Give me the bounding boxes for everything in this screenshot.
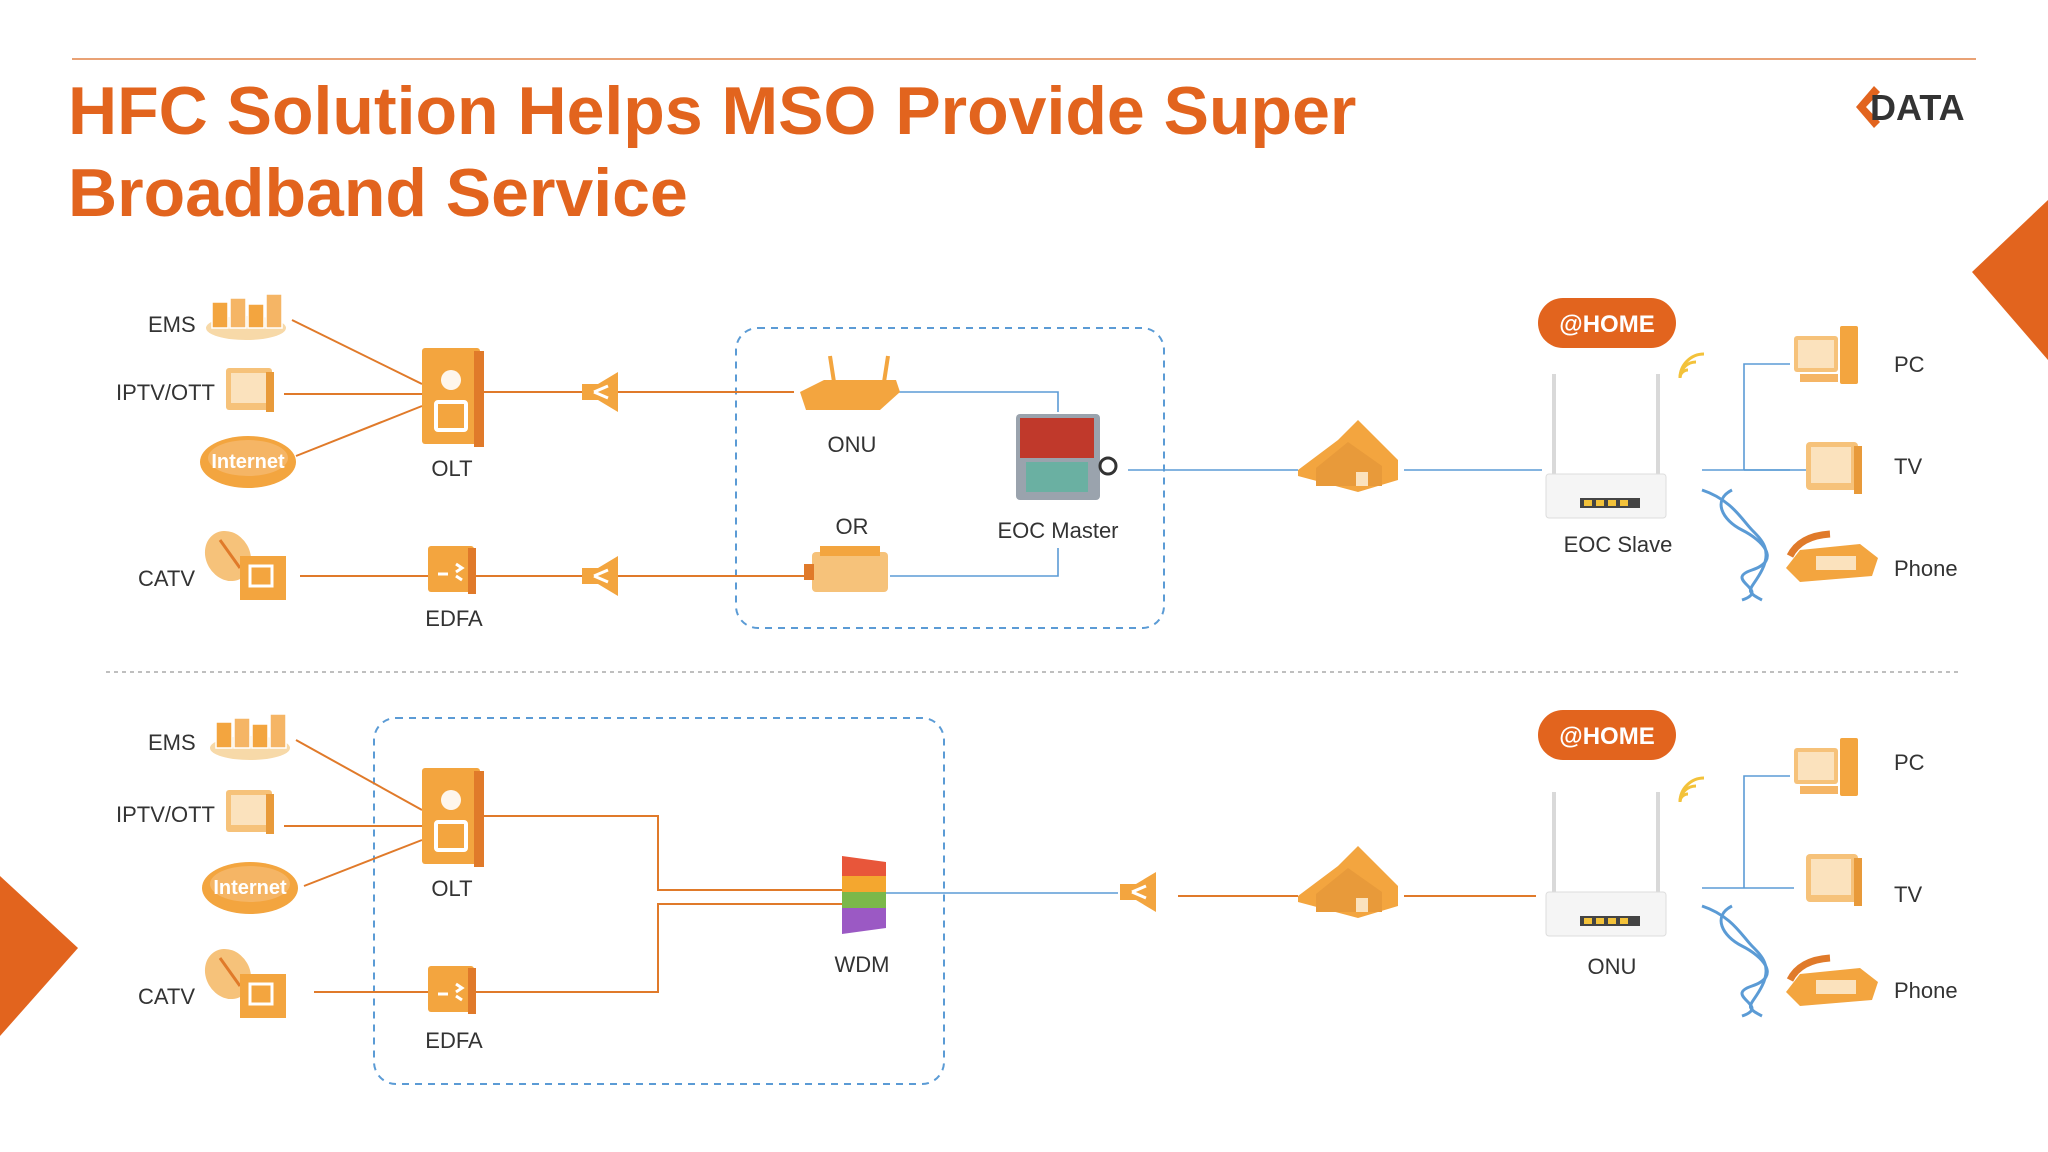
svg-text:@HOME: @HOME	[1559, 723, 1654, 750]
label-catv-bottom: CATV	[138, 984, 195, 1009]
satellite-dish-icon	[194, 520, 288, 602]
label-tv-bottom: TV	[1894, 882, 1922, 907]
logo-text: DATA	[1870, 87, 1965, 128]
label-edfa: EDFA	[425, 606, 483, 631]
twisted-pair-icon	[1700, 904, 1769, 1018]
splitter-icon	[580, 370, 620, 414]
optical-receiver-icon	[804, 546, 888, 592]
twisted-pair-icon	[1700, 488, 1769, 602]
wireless-router-icon	[1545, 791, 1667, 937]
internet-badge: Internet	[211, 451, 285, 473]
label-onu-bottom: ONU	[1588, 954, 1637, 979]
router-icon	[800, 355, 900, 410]
links-top-orange	[284, 319, 804, 577]
label-onu-top: ONU	[828, 432, 877, 457]
links-top-blue	[890, 363, 1806, 577]
server-rack-icon	[205, 293, 287, 341]
label-olt: OLT	[431, 456, 472, 481]
edfa-icon	[426, 964, 478, 1016]
label-iptv: IPTV/OTT	[116, 380, 215, 405]
page-title: HFC Solution Helps MSO Provide Super Bro…	[68, 70, 1488, 234]
label-or: OR	[836, 514, 869, 539]
splitter-icon	[1118, 870, 1158, 914]
label-phone-top: Phone	[1894, 556, 1958, 581]
label-wdm: WDM	[835, 952, 890, 977]
pc-icon	[1794, 738, 1858, 796]
corner-decoration-right	[1972, 200, 2048, 360]
access-network-box-top	[735, 327, 1165, 629]
wdm-icon	[842, 856, 886, 934]
title-line-1: HFC Solution Helps MSO Provide Super	[68, 73, 1357, 149]
phone-icon	[1786, 958, 1878, 1006]
label-eoc-slave: EOC Slave	[1564, 532, 1673, 557]
olt-icon	[420, 346, 486, 449]
links-bottom-blue	[886, 775, 1794, 894]
links-bottom-orange	[284, 739, 1536, 993]
label-edfa-bottom: EDFA	[425, 1028, 483, 1053]
server-rack-icon	[209, 713, 291, 761]
wifi-icon	[1678, 352, 1706, 380]
label-tv-top: TV	[1894, 454, 1922, 479]
edfa-icon	[426, 544, 478, 596]
monitor-icon	[226, 790, 274, 834]
tv-icon	[1806, 442, 1862, 494]
company-logo: DATA	[1856, 86, 1965, 128]
label-pc-bottom: PC	[1894, 750, 1925, 775]
eoc-master-icon	[1016, 414, 1118, 500]
title-line-2: Broadband Service	[68, 155, 688, 231]
tv-icon	[1806, 854, 1862, 906]
home-badge-bottom: @HOME	[1538, 710, 1676, 760]
house-icon	[1298, 846, 1398, 918]
phone-icon	[1786, 534, 1878, 582]
label-ems: EMS	[148, 312, 196, 337]
label-eoc-master: EOC Master	[997, 518, 1118, 543]
internet-badge-bottom: Internet	[213, 877, 287, 899]
satellite-dish-icon	[194, 938, 288, 1020]
label-iptv-bottom: IPTV/OTT	[116, 802, 215, 827]
label-ems-bottom: EMS	[148, 730, 196, 755]
label-olt-bottom: OLT	[431, 876, 472, 901]
headend-box-bottom	[373, 717, 945, 1085]
monitor-icon	[226, 368, 274, 412]
header-rule	[72, 58, 1976, 60]
home-badge-top: @HOME	[1538, 298, 1676, 348]
wifi-icon	[1678, 776, 1706, 804]
wireless-router-icon	[1545, 373, 1667, 519]
label-catv: CATV	[138, 566, 195, 591]
house-icon	[1298, 420, 1398, 492]
olt-icon	[420, 766, 486, 869]
label-pc-top: PC	[1894, 352, 1925, 377]
svg-text:@HOME: @HOME	[1559, 311, 1654, 338]
splitter-icon	[580, 554, 620, 598]
pc-icon	[1794, 326, 1858, 384]
label-phone-bottom: Phone	[1894, 978, 1958, 1003]
corner-decoration-left	[0, 876, 78, 1036]
